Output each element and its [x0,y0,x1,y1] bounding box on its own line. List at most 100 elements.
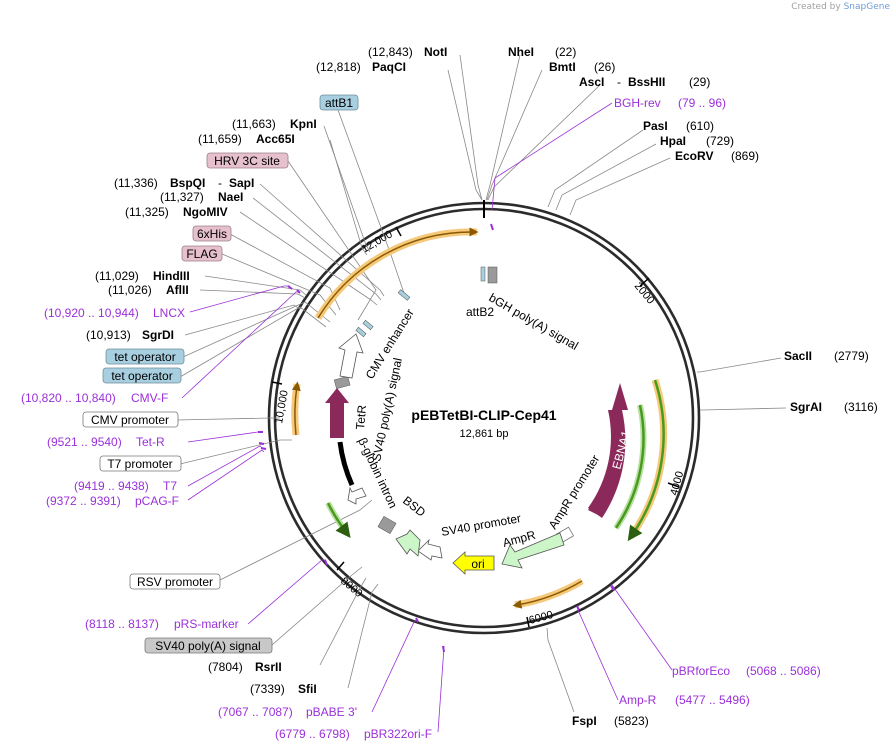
box-cmv-promoter [82,411,179,428]
box-tet-operator-1-label: tet operator [114,350,175,364]
primer-amp-r-range: (5477 .. 5496) [675,693,750,707]
enzyme-sfii-pos: (7339) [250,682,285,696]
enzyme-sgrdi: SgrDI [142,328,174,342]
feature-ebna1-body [588,410,626,518]
enzyme-hpai: HpaI [660,134,686,148]
feature-arc-left-line [291,381,301,436]
box-6xhis [192,225,232,242]
feature-ori-label: ori [471,557,484,571]
plasmid-size: 12,861 bp [460,428,509,440]
feature-cmv-enhancer-arrow [338,333,364,379]
enzyme-noti-pos: (12,843) [368,45,413,59]
primer-prs-marker: pRS-marker [174,617,239,631]
snapgene-brand: SnapGene [843,2,890,12]
enzyme-kpni-pos: (11,663) [232,117,276,131]
enzyme-ngomiv: NgoMIV [183,205,228,219]
feature-bgh-box [487,266,498,284]
enzyme-sgrai: SgrAI [790,400,822,414]
enzyme-acc65i-pos: (11,659) [198,132,242,146]
enzyme-bmti-pos: (26) [594,60,615,74]
feature-arc-bottom [514,577,584,609]
enzyme-hpai-pos: (729) [706,134,734,148]
feature-bgh-label: bGH poly(A) signal [487,290,581,352]
primer-pbrforeco: pBRforEco [672,664,730,678]
feature-arc-right-mid-line [614,404,645,529]
primer-lncx-range: (10,920 .. 10,944) [44,306,139,320]
feature-bsd-arrow [395,529,421,557]
box-rsv-promoter-label: RSV promoter [137,575,213,589]
enzyme-pasi: PasI [643,119,668,133]
enzyme-bsshii-pos: (29) [689,75,710,89]
box-tet-operator-2-label: tet operator [111,369,172,383]
enzyme-pasi-pos: (610) [686,119,714,133]
box-hrv3c [206,152,289,169]
enzyme-hindiii: HindIII [153,269,190,283]
feature-arc-top-line [317,227,479,319]
enzyme-sgrdi-pos: (10,913) [86,328,131,342]
primer-pcag-f-range: (9372 .. 9391) [46,494,121,508]
enzyme-naei-pos: (11,327) [160,190,204,204]
primer-cmv-f-range: (10,820 .. 10,840) [21,391,116,405]
enzyme-ngomiv-pos: (11,325) [125,205,169,219]
feature-arc-right-outer [629,378,668,537]
enzyme-bsshii: BssHII [628,75,665,89]
feature-sv40-promoter-arrow [417,538,443,561]
box-flag [181,245,223,262]
enzyme-hindiii-pos: (11,029) [95,269,139,283]
enzyme-sfii: SfiI [298,682,317,696]
primer-pbr322ori-f: pBR322ori-F [364,727,432,741]
feature-bsd-label: BSD [400,493,428,519]
feature-tetr-label: TetR [353,404,369,430]
primer-prs-marker-range: (8118 .. 8137) [85,617,159,631]
primer-bgh-rev: BGH-rev [614,96,661,110]
primer-bgh-rev-range: (79 .. 96) [678,96,726,110]
feature-leaders [175,109,406,646]
feature-attb2-mark [480,266,486,282]
enzyme-noti: NotI [424,45,447,59]
primer-amp-r: Amp-R [619,693,657,707]
enzyme-kpni: KpnI [290,117,317,131]
primer-pbabe3: pBABE 3' [306,705,357,719]
box-t7-promoter [99,455,182,472]
primer-pbabe3-range: (7067 .. 7087) [218,705,293,719]
box-sv40-polya [144,637,273,654]
feature-arc-green-left-line [326,502,351,538]
enzyme-sacii: SacII [784,349,812,363]
feature-ori-arrow [452,551,495,575]
plasmid-name: pEBTetBI-CLIP-Cep41 [411,407,556,423]
enzyme-rsrii: RsrII [255,660,282,674]
box-tet-operator-2 [102,367,182,384]
enzyme-paqci-pos: (12,818) [316,60,361,74]
box-sv40-polya-label: SV40 poly(A) signal [155,639,260,653]
feature-gray-box-2 [333,376,351,389]
feature-arc-right-outer-line [627,379,665,542]
enzyme-nhei-pos: (22) [555,45,576,59]
ring-site-marks [355,289,411,338]
primer-t7-range: (9419 .. 9438) [74,479,149,493]
feature-arc-bottom-line [512,580,583,609]
primer-lncx: LNCX [153,306,185,320]
enzyme-sgrai-pos: (3116) [844,400,878,414]
enzyme-sapi: SapI [229,176,254,190]
feature-black-arc [337,441,355,487]
box-6xhis-label: 6xHis [197,227,227,241]
enzyme-bspqi: BspQI [170,176,205,190]
feature-ampr-arrow [501,532,565,569]
box-tet-operator-1 [105,348,185,365]
enzyme-aflii: AflII [166,283,189,297]
feature-attb2-label: attB2 [466,305,494,319]
box-t7-promoter-label: T7 promoter [107,457,172,471]
enzyme-bmti: BmtI [549,60,576,74]
enzyme-ecorv-pos: (869) [731,149,759,163]
primer-cmv-f: CMV-F [131,391,168,405]
box-hrv3c-label: HRV 3C site [214,154,280,168]
primer-tet-r: Tet-R [136,435,165,449]
feature-ampr-promoter-label: AmpR promoter [546,452,603,531]
box-attb1 [319,94,359,111]
enzyme-bspqi-pos: (11,336) [114,176,158,190]
enzyme-sacii-pos: (2779) [834,349,869,363]
enzyme-paqci: PaqCI [372,60,406,74]
primer-t7: T7 [163,479,177,493]
enzyme-naei: NaeI [218,190,243,204]
